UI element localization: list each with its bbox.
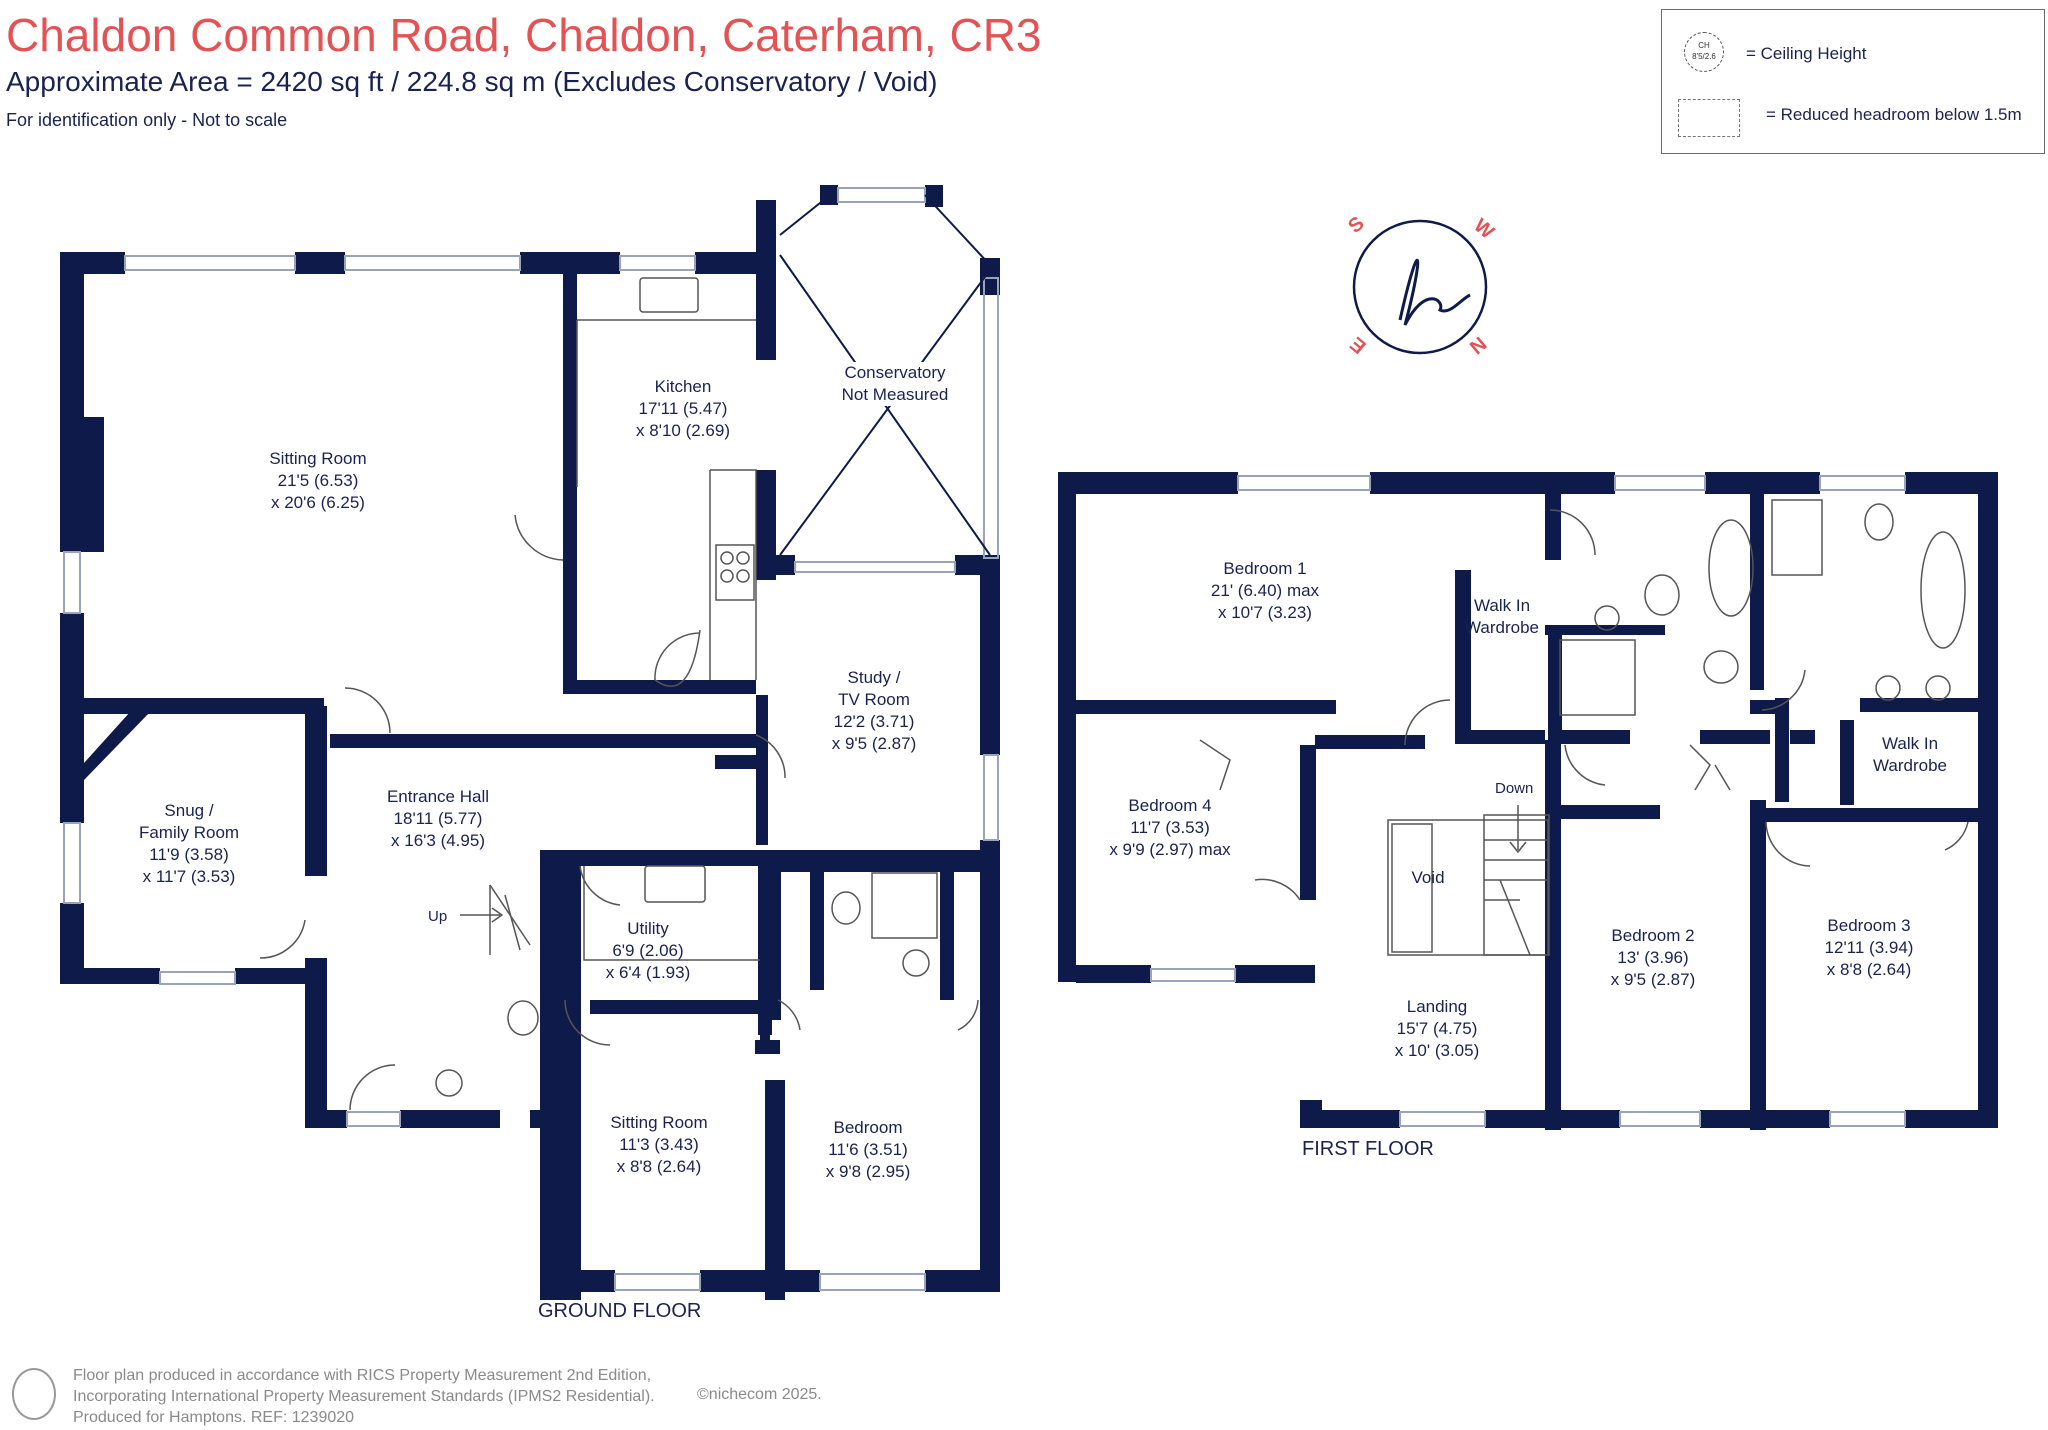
room-name: Walk In bbox=[1881, 734, 1939, 753]
room-name: Study / bbox=[847, 668, 901, 687]
ceiling-height-label: = Ceiling Height bbox=[1746, 44, 1867, 63]
room-dim2: x 11'7 (3.53) bbox=[142, 867, 236, 886]
room-bedroom: Bedroom 11'6 (3.51) x 9'8 (2.95) bbox=[826, 1117, 911, 1183]
room-name: Walk In bbox=[1473, 596, 1531, 615]
windows bbox=[63, 187, 1906, 1291]
room-dim1: 12'2 (3.71) bbox=[833, 712, 915, 731]
copyright-text: ©nichecom 2025. bbox=[697, 1386, 822, 1403]
room-dim1: 11'7 (3.53) bbox=[1130, 818, 1210, 837]
room-walk-in-wardrobe-2: Walk In Wardrobe bbox=[1873, 733, 1947, 777]
room-dim1: 11'3 (3.43) bbox=[619, 1135, 699, 1154]
room-name: Void bbox=[1411, 868, 1445, 887]
room-name: Kitchen bbox=[654, 377, 712, 396]
room-name: Conservatory bbox=[844, 363, 946, 382]
ch-symbol-top: CH bbox=[1698, 41, 1710, 50]
fixtures bbox=[435, 277, 1966, 1097]
room-name: Sitting Room bbox=[269, 449, 367, 468]
footer-notes: Floor plan produced in accordance with R… bbox=[73, 1365, 655, 1428]
area-subtitle: Approximate Area = 2420 sq ft / 224.8 sq… bbox=[6, 66, 938, 97]
room-dim2: x 9'5 (2.87) bbox=[831, 734, 917, 753]
room-dim1: 12'11 (3.94) bbox=[1824, 938, 1914, 957]
ch-symbol-bottom: 8'5/2.6 bbox=[1692, 52, 1716, 61]
room-name: Landing bbox=[1406, 997, 1468, 1016]
room-dim2: x 20'6 (6.25) bbox=[271, 493, 365, 512]
room-name: Bedroom 1 bbox=[1223, 559, 1307, 578]
room-dim1: Not Measured bbox=[841, 385, 949, 404]
room-dim2: x 8'8 (2.64) bbox=[1826, 960, 1912, 979]
room-name: Snug / bbox=[164, 801, 214, 820]
room-dim2: x 10'7 (3.23) bbox=[1218, 603, 1312, 622]
ground-floor-label: GROUND FLOOR bbox=[538, 1300, 702, 1322]
room-bedroom-4: Bedroom 4 11'7 (3.53) x 9'9 (2.97) max bbox=[1109, 795, 1230, 861]
room-entrance-hall: Entrance Hall 18'11 (5.77) x 16'3 (4.95) bbox=[387, 786, 489, 852]
room-study: Study / TV Room 12'2 (3.71) x 9'5 (2.87) bbox=[832, 667, 917, 755]
reduced-headroom-symbol bbox=[1678, 99, 1740, 137]
identification-note: For identification only - Not to scale bbox=[6, 110, 288, 130]
room-name: Sitting Room bbox=[610, 1113, 708, 1132]
room-dim1: 11'6 (3.51) bbox=[828, 1140, 908, 1159]
room-name: Bedroom 2 bbox=[1611, 926, 1695, 945]
room-name: Utility bbox=[627, 919, 669, 938]
room-dim2: x 8'8 (2.64) bbox=[616, 1157, 702, 1176]
room-dim1: 11'9 (3.58) bbox=[149, 845, 229, 864]
room-dim1: 13' (3.96) bbox=[1617, 948, 1689, 967]
room-dim1: 6'9 (2.06) bbox=[612, 941, 684, 960]
room-dim2: x 9'9 (2.97) max bbox=[1109, 840, 1231, 859]
room-name2: Wardrobe bbox=[1872, 756, 1948, 775]
room-name2: Wardrobe bbox=[1464, 618, 1540, 637]
stairs-up-label: Up bbox=[428, 908, 448, 925]
room-dim2: x 9'5 (2.87) bbox=[1610, 970, 1696, 989]
person-scale-icon bbox=[12, 1368, 56, 1420]
room-conservatory: Conservatory Not Measured bbox=[839, 362, 951, 406]
room-dim1: 21'5 (6.53) bbox=[277, 471, 359, 490]
footer-line-3: Produced for Hamptons. REF: 1239020 bbox=[73, 1409, 355, 1426]
room-dim2: x 10' (3.05) bbox=[1394, 1041, 1480, 1060]
ceiling-height-symbol: CH 8'5/2.6 bbox=[1684, 32, 1724, 72]
room-snug: Snug / Family Room 11'9 (3.58) x 11'7 (3… bbox=[139, 800, 239, 888]
room-dim1: 15'7 (4.75) bbox=[1396, 1019, 1478, 1038]
room-void: Void bbox=[1411, 867, 1444, 889]
stairs bbox=[460, 805, 1550, 956]
room-name: Bedroom 4 bbox=[1128, 796, 1212, 815]
room-kitchen: Kitchen 17'11 (5.47) x 8'10 (2.69) bbox=[636, 376, 730, 442]
room-dim1: 17'11 (5.47) bbox=[638, 399, 728, 418]
footer-line-1: Floor plan produced in accordance with R… bbox=[73, 1367, 652, 1384]
room-landing: Landing 15'7 (4.75) x 10' (3.05) bbox=[1395, 996, 1480, 1062]
room-walk-in-wardrobe-1: Walk In Wardrobe bbox=[1465, 595, 1539, 639]
room-dim2: x 6'4 (1.93) bbox=[605, 963, 691, 982]
wall bbox=[60, 252, 84, 552]
first-floor-label: FIRST FLOOR bbox=[1302, 1138, 1434, 1160]
room-dim1: 21' (6.40) max bbox=[1210, 581, 1320, 600]
footer-line-2: Incorporating International Property Mea… bbox=[73, 1388, 655, 1405]
room-utility: Utility 6'9 (2.06) x 6'4 (1.93) bbox=[606, 918, 691, 984]
room-dim2: x 9'8 (2.95) bbox=[825, 1162, 911, 1181]
room-name: Entrance Hall bbox=[386, 787, 490, 806]
room-bedroom-1: Bedroom 1 21' (6.40) max x 10'7 (3.23) bbox=[1211, 558, 1319, 624]
room-bedroom-3: Bedroom 3 12'11 (3.94) x 8'8 (2.64) bbox=[1825, 915, 1914, 981]
reduced-headroom-label: = Reduced headroom below 1.5m bbox=[1766, 105, 2022, 124]
page-title: Chaldon Common Road, Chaldon, Caterham, … bbox=[6, 9, 1042, 61]
room-sitting-room: Sitting Room 21'5 (6.53) x 20'6 (6.25) bbox=[269, 448, 366, 514]
room-bedroom-2: Bedroom 2 13' (3.96) x 9'5 (2.87) bbox=[1611, 925, 1696, 991]
room-dim2: x 16'3 (4.95) bbox=[391, 831, 485, 850]
room-name2: Family Room bbox=[138, 823, 240, 842]
room-dim2: x 8'10 (2.69) bbox=[636, 421, 730, 440]
legend-box: CH 8'5/2.6 = Ceiling Height = Reduced he… bbox=[1661, 9, 2045, 154]
room-name: Bedroom 3 bbox=[1827, 916, 1911, 935]
room-sitting-room-2: Sitting Room 11'3 (3.43) x 8'8 (2.64) bbox=[610, 1112, 707, 1178]
door-swings bbox=[259, 509, 1969, 1111]
walls bbox=[60, 185, 1998, 1300]
room-dim1: 18'11 (5.77) bbox=[393, 809, 483, 828]
stairs-down-label: Down bbox=[1495, 780, 1534, 797]
room-name2: TV Room bbox=[838, 690, 910, 709]
room-name: Bedroom bbox=[833, 1118, 903, 1137]
compass-logo bbox=[1352, 219, 1488, 355]
